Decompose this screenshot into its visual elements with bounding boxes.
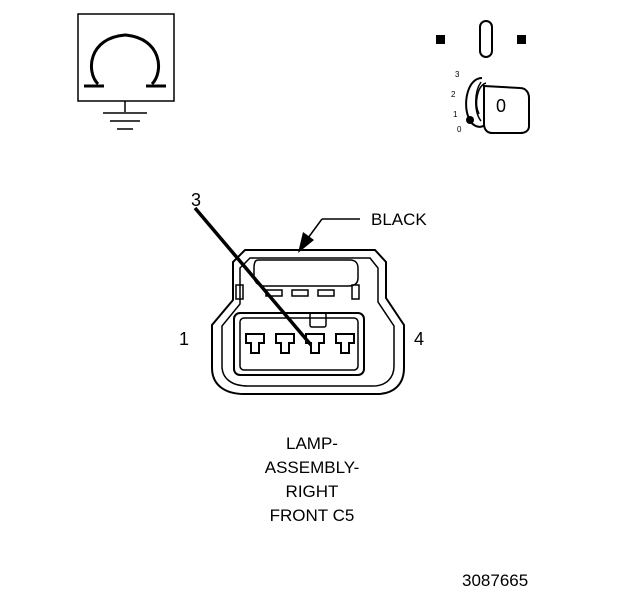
terminal-1: [245, 333, 265, 354]
ignition-switch-icon: [436, 20, 530, 134]
pin-pointer-label: 3: [191, 190, 202, 210]
caption-line-3: RIGHT: [285, 482, 339, 501]
ignition-position-1: 1: [453, 110, 458, 119]
caption-line-4: FRONT C5: [269, 506, 355, 525]
caption-line-1: LAMP-: [286, 434, 338, 453]
connector-caption: LAMP- ASSEMBLY- RIGHT FRONT C5: [212, 432, 412, 528]
ohmmeter-icon: [77, 13, 175, 130]
figure-number: 3087665: [462, 571, 529, 590]
terminal-4: [335, 333, 355, 354]
color-callout-arrow: [298, 218, 360, 253]
right-pin-label: 4: [414, 329, 425, 349]
caption-line-2: ASSEMBLY-: [264, 458, 360, 477]
ignition-position-2: 2: [451, 90, 456, 99]
connector-c5: [211, 249, 405, 395]
terminal-cavities: [245, 333, 355, 354]
ignition-position-0: 0: [457, 125, 462, 134]
pin-3-leader-line: [193, 206, 313, 347]
left-pin-label: 1: [179, 329, 190, 349]
ignition-position-3: 3: [455, 70, 460, 79]
key-label: 0: [496, 96, 507, 116]
terminal-2: [275, 333, 295, 354]
connector-color-label: BLACK: [371, 210, 427, 229]
